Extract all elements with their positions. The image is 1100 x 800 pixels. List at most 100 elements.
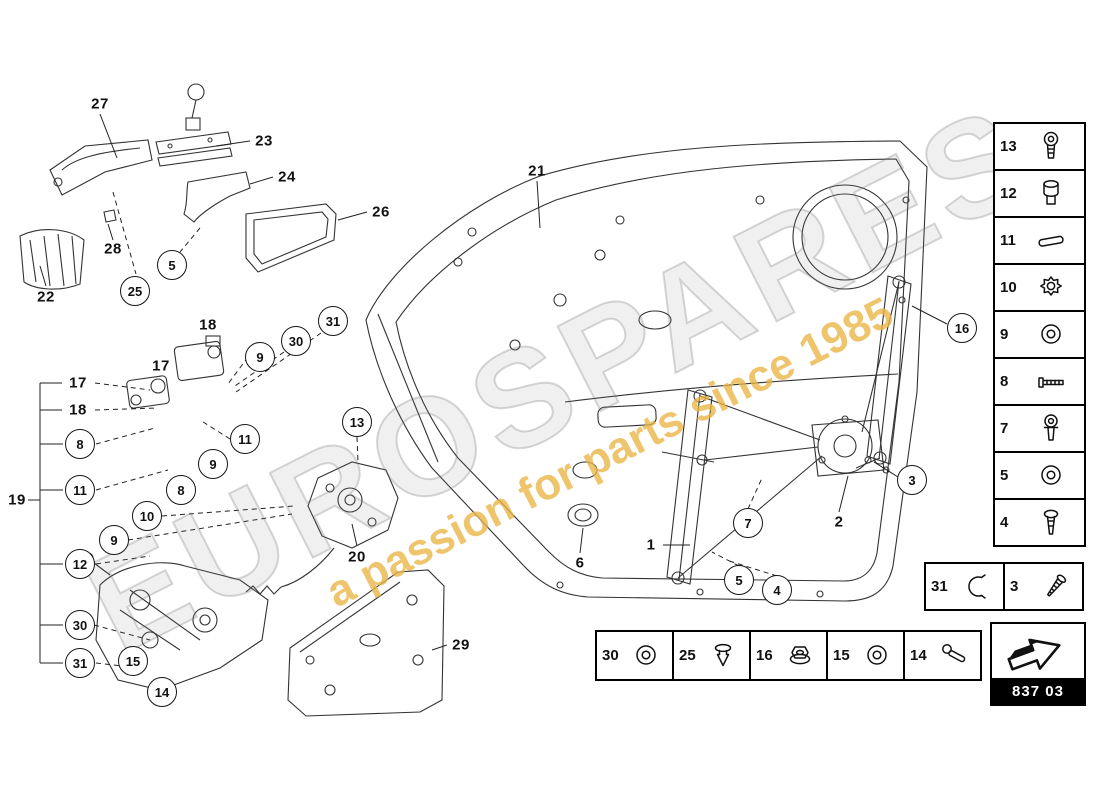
- clip-icon: [953, 571, 998, 603]
- callout-11[interactable]: 11: [65, 475, 95, 505]
- legend-item-25[interactable]: 25: [672, 630, 751, 681]
- legend-part-number: 12: [1000, 185, 1017, 202]
- fasteners-legend-column: 13 12 11 10 9 8 7 5 4: [993, 122, 1086, 547]
- callout-5[interactable]: 5: [724, 565, 754, 595]
- callout-11[interactable]: 11: [230, 424, 260, 454]
- legend-part-number: 8: [1000, 373, 1009, 390]
- legend-part-number: 31: [931, 578, 948, 595]
- legend-item-14[interactable]: 14: [903, 630, 982, 681]
- callout-4[interactable]: 4: [762, 575, 792, 605]
- callout-22[interactable]: 22: [37, 288, 55, 306]
- legend-item-16[interactable]: 16: [749, 630, 828, 681]
- legend-part-number: 25: [679, 647, 696, 664]
- callout-30[interactable]: 30: [281, 326, 311, 356]
- legend-part-number: 13: [1000, 138, 1017, 155]
- door-shell-drawing: [365, 140, 928, 602]
- legend-part-number: 4: [1000, 514, 1009, 531]
- legend-part-number: 10: [1000, 279, 1017, 296]
- callout-31[interactable]: 31: [65, 648, 95, 678]
- callout-28[interactable]: 28: [104, 240, 122, 258]
- flange-screw-icon: [1022, 413, 1079, 445]
- socket-bolt-icon: [1022, 178, 1079, 210]
- legend-item-5[interactable]: 5: [993, 451, 1086, 500]
- callout-17[interactable]: 17: [152, 357, 170, 375]
- callout-19[interactable]: 19: [8, 491, 26, 509]
- diagram-code-box: 837 03: [990, 622, 1086, 706]
- ball-pin-icon: [932, 640, 975, 672]
- washer-icon: [855, 640, 898, 672]
- washer-icon: [1022, 460, 1079, 492]
- door-handle-parts-drawing: [19, 83, 337, 409]
- callout-23[interactable]: 23: [255, 132, 273, 150]
- legend-part-number: 14: [910, 647, 927, 664]
- callout-7[interactable]: 7: [733, 508, 763, 538]
- fasteners-legend-pair: 31 3: [924, 562, 1084, 611]
- legend-part-number: 7: [1000, 420, 1009, 437]
- callout-20[interactable]: 20: [348, 548, 366, 566]
- callout-31[interactable]: 31: [318, 306, 348, 336]
- callout-17[interactable]: 17: [69, 374, 87, 392]
- legend-item-12[interactable]: 12: [993, 169, 1086, 218]
- legend-part-number: 30: [602, 647, 619, 664]
- callout-9[interactable]: 9: [245, 342, 275, 372]
- callout-5[interactable]: 5: [157, 250, 187, 280]
- washer-icon: [624, 640, 667, 672]
- legend-item-3[interactable]: 3: [1003, 562, 1084, 611]
- callout-10[interactable]: 10: [132, 501, 162, 531]
- pan-screw-icon: [1022, 507, 1079, 539]
- torx-screw-icon: [1022, 131, 1079, 163]
- fasteners-legend-bottom: 30 25 16 15 14: [595, 630, 982, 681]
- legend-item-8[interactable]: 8: [993, 357, 1086, 406]
- callout-29[interactable]: 29: [452, 636, 470, 654]
- callout-27[interactable]: 27: [91, 95, 109, 113]
- callout-3[interactable]: 3: [897, 465, 927, 495]
- direction-arrow-icon: [992, 624, 1084, 678]
- legend-item-10[interactable]: 10: [993, 263, 1086, 312]
- long-bolt-icon: [1022, 366, 1079, 398]
- callout-12[interactable]: 12: [65, 549, 95, 579]
- callout-6[interactable]: 6: [575, 554, 585, 572]
- legend-part-number: 3: [1010, 578, 1019, 595]
- washer-icon: [1022, 319, 1079, 351]
- callout-13[interactable]: 13: [342, 407, 372, 437]
- legend-part-number: 15: [833, 647, 850, 664]
- callout-8[interactable]: 8: [166, 475, 196, 505]
- callout-24[interactable]: 24: [278, 168, 296, 186]
- door-lock-drawing: [82, 461, 599, 717]
- callout-26[interactable]: 26: [372, 203, 390, 221]
- legend-item-13[interactable]: 13: [993, 122, 1086, 171]
- legend-item-7[interactable]: 7: [993, 404, 1086, 453]
- legend-item-9[interactable]: 9: [993, 310, 1086, 359]
- legend-item-15[interactable]: 15: [826, 630, 905, 681]
- leader-lines: [28, 113, 948, 669]
- diagram-code: 837 03: [992, 678, 1084, 704]
- star-washer-icon: [1022, 272, 1079, 304]
- callout-18[interactable]: 18: [199, 316, 217, 334]
- callout-14[interactable]: 14: [147, 677, 177, 707]
- window-regulator-drawing: [661, 275, 912, 585]
- callout-1[interactable]: 1: [646, 536, 656, 554]
- callout-21[interactable]: 21: [528, 162, 546, 180]
- callout-30[interactable]: 30: [65, 610, 95, 640]
- pin-icon: [1022, 225, 1079, 257]
- callout-18[interactable]: 18: [69, 401, 87, 419]
- legend-item-30[interactable]: 30: [595, 630, 674, 681]
- legend-part-number: 5: [1000, 467, 1009, 484]
- callout-8[interactable]: 8: [65, 429, 95, 459]
- callout-9[interactable]: 9: [198, 449, 228, 479]
- legend-item-11[interactable]: 11: [993, 216, 1086, 265]
- legend-part-number: 11: [1000, 232, 1016, 249]
- callout-15[interactable]: 15: [118, 646, 148, 676]
- legend-item-31[interactable]: 31: [924, 562, 1005, 611]
- callout-25[interactable]: 25: [120, 276, 150, 306]
- flange-nut-icon: [778, 640, 821, 672]
- callout-16[interactable]: 16: [947, 313, 977, 343]
- tapping-screw-icon: [1032, 571, 1077, 603]
- legend-item-4[interactable]: 4: [993, 498, 1086, 547]
- legend-part-number: 9: [1000, 326, 1009, 343]
- callout-9[interactable]: 9: [99, 525, 129, 555]
- legend-part-number: 16: [756, 647, 773, 664]
- callout-2[interactable]: 2: [834, 513, 844, 531]
